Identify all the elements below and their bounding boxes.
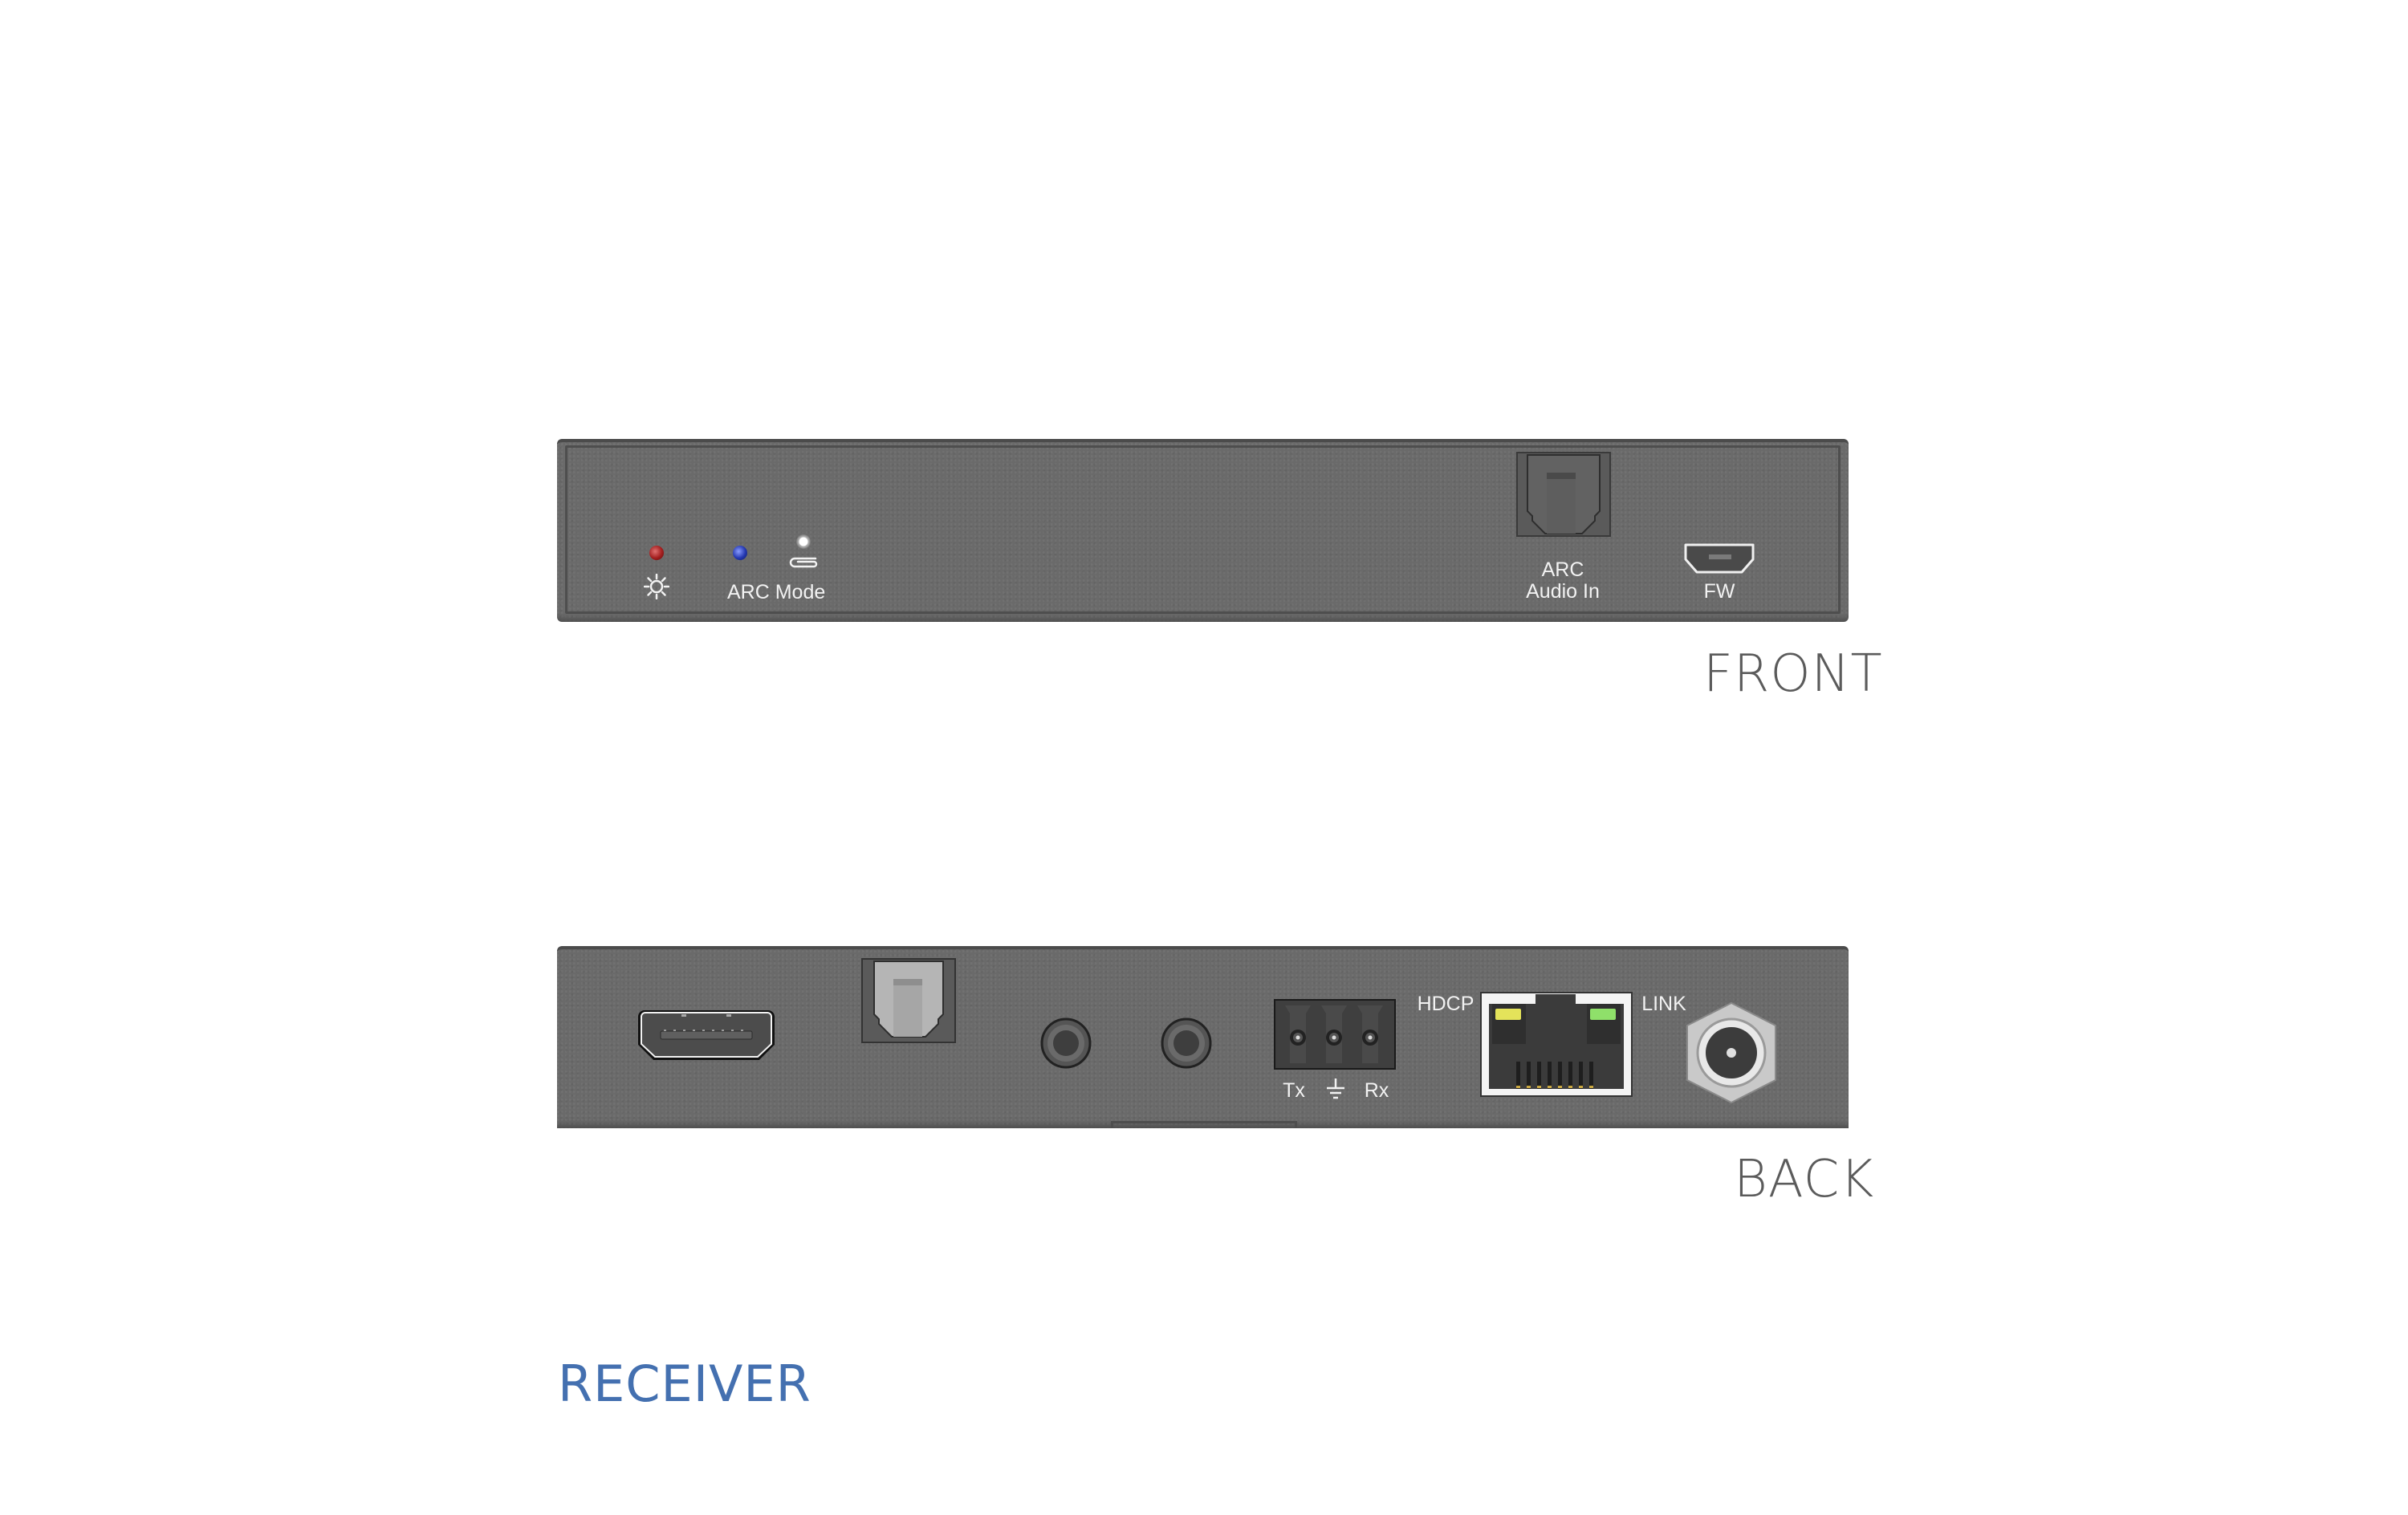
front-panel: ARC Mode ARC Audio In FW — [557, 439, 1849, 622]
back-view-label: BACK — [1734, 1150, 1875, 1209]
fw-micro-usb-port[interactable] — [1682, 542, 1757, 575]
hdbaset-rj45-port[interactable] — [1479, 989, 1633, 1098]
rx-label: Rx — [1364, 1079, 1389, 1102]
hdcp-label: HDCP — [1417, 993, 1474, 1015]
paperclip-icon — [788, 555, 820, 571]
sun-icon — [644, 574, 669, 599]
optical-out-port[interactable] — [861, 958, 956, 1043]
dc-power-jack[interactable] — [1686, 1001, 1777, 1104]
arc-audio-in-label-line2: Audio In — [1526, 580, 1600, 603]
front-view-label: FRONT — [1703, 644, 1883, 704]
arc-mode-label: ARC Mode — [727, 581, 826, 603]
arc-audio-in-optical-port[interactable] — [1516, 452, 1611, 537]
audio-jack-2[interactable] — [1161, 1017, 1212, 1069]
fw-label: FW — [1703, 580, 1735, 603]
arc-audio-in-label-line1: ARC — [1541, 558, 1584, 581]
audio-jack-1[interactable] — [1040, 1017, 1092, 1069]
link-label: LINK — [1641, 993, 1686, 1015]
device-title: RECEIVER — [558, 1355, 811, 1413]
arc-mode-button[interactable] — [796, 534, 811, 549]
ground-icon — [1326, 1077, 1345, 1101]
rs232-terminal-block[interactable] — [1274, 999, 1396, 1070]
arc-mode-led — [733, 546, 747, 560]
bottom-tab — [1111, 1121, 1297, 1128]
arc-audio-in-label: ARC Audio In — [1515, 559, 1611, 603]
back-panel: Tx Rx HDCP LINK — [557, 946, 1849, 1128]
hdmi-port[interactable] — [637, 1009, 776, 1063]
tx-label: Tx — [1283, 1079, 1305, 1102]
power-led — [649, 546, 664, 560]
